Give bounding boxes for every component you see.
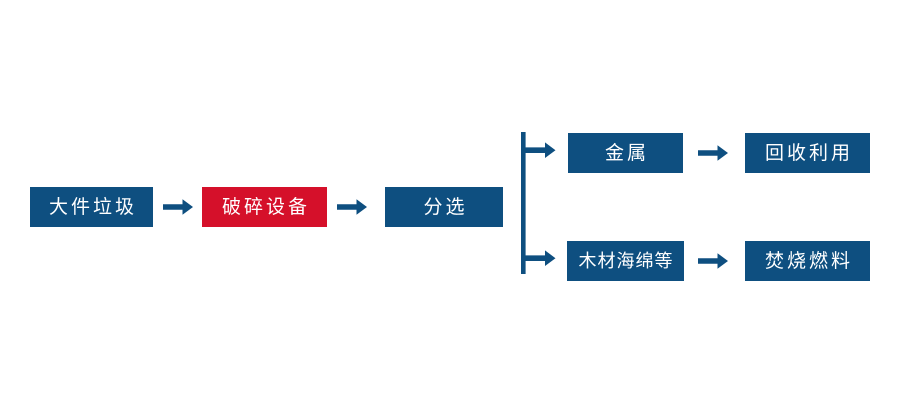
arrow-right-icon [698, 142, 728, 164]
arrow-right-icon [337, 196, 367, 218]
node-crusher[interactable]: 破碎设备 [202, 187, 327, 227]
branch-split-icon [519, 130, 567, 276]
arrow-right-icon [163, 196, 193, 218]
node-metal[interactable]: 金属 [568, 133, 683, 173]
node-incineration[interactable]: 焚烧燃料 [745, 241, 870, 281]
node-recycling[interactable]: 回收利用 [745, 133, 870, 173]
node-wood-sponge[interactable]: 木材海绵等 [567, 241, 684, 281]
node-bulky-waste[interactable]: 大件垃圾 [30, 187, 153, 227]
arrow-right-icon [698, 250, 728, 272]
node-sorting[interactable]: 分选 [385, 187, 503, 227]
